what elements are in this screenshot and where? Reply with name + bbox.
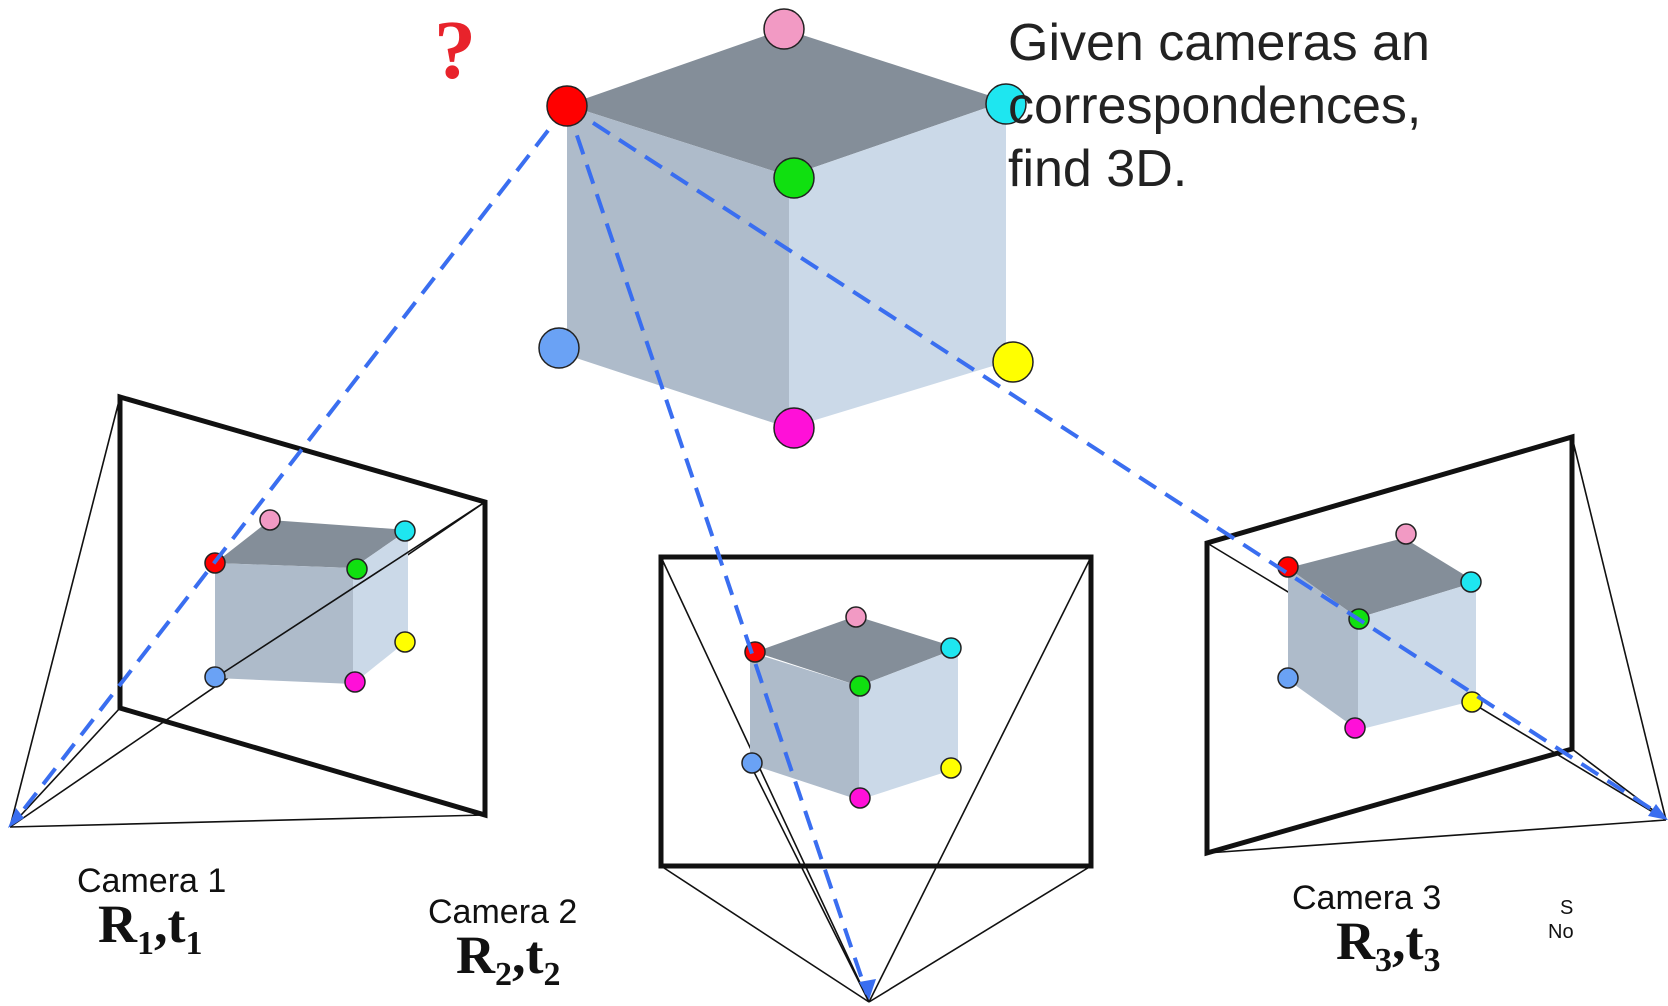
camera-1-point-blue — [204, 666, 226, 688]
camera-3-point-pink — [1395, 523, 1417, 545]
camera-2-point-green — [849, 675, 871, 697]
camera-3-translation-index: 3 — [1423, 942, 1441, 979]
camera-2-point-yellow — [940, 757, 962, 779]
projection-rays — [12, 104, 1664, 995]
camera-2-rotation-index: 2 — [495, 956, 512, 993]
ray-camera-2 — [565, 105, 869, 995]
camera-2-cube — [749, 616, 958, 1003]
camera-3-params: R3,t3 — [1336, 911, 1441, 979]
headline-line-1: Given cameras an — [1008, 14, 1430, 72]
camera-1-point-green — [346, 558, 368, 580]
camera-1-point-yellow — [394, 631, 416, 653]
world-point-green — [773, 157, 815, 199]
headline-line-3: find 3D. — [1008, 140, 1188, 198]
camera-3-point-cyan — [1460, 571, 1482, 593]
world-point-magenta — [773, 407, 815, 449]
camera-1-point-cyan — [394, 520, 416, 542]
camera-1-params: R1,t1 — [98, 894, 203, 962]
camera-1-rotation: R — [98, 894, 137, 954]
world-point-red — [546, 85, 588, 127]
ray-camera-3 — [565, 104, 1664, 818]
headline-line-2: correspondences, — [1008, 77, 1422, 135]
corner-note: S No — [1548, 896, 1668, 944]
camera-3-rotation-index: 3 — [1375, 942, 1392, 979]
camera-3-point-magenta — [1344, 717, 1366, 739]
camera-2-label: Camera 2 — [428, 893, 578, 931]
camera-2-point-magenta — [849, 787, 871, 809]
camera-2-rotation: R — [456, 925, 495, 985]
world-point-yellow — [992, 341, 1034, 383]
camera-2-point-pink — [845, 606, 867, 628]
camera-3-image-plane — [1204, 433, 1667, 857]
camera-2-point-blue — [741, 752, 763, 774]
ray-arrowheads — [8, 804, 1668, 1000]
ray-camera-1 — [12, 104, 569, 824]
camera-3-label: Camera 3 — [1292, 879, 1442, 917]
camera-1-point-pink — [259, 509, 281, 531]
camera-1-cube — [214, 501, 486, 684]
camera-1-translation-index: 1 — [185, 925, 203, 962]
camera-2-image-plane — [658, 554, 1094, 1003]
corner-note-line-1: S — [1560, 897, 1574, 919]
camera-3-rotation: R — [1336, 911, 1375, 971]
camera-3-cube — [1288, 538, 1476, 730]
corner-note-line-2: No — [1548, 921, 1574, 943]
camera-1-label: Camera 1 — [77, 862, 227, 900]
camera-2-translation: t — [525, 925, 544, 985]
camera-2-translation-index: 2 — [543, 956, 561, 993]
unknown-point-question-mark: ? — [434, 4, 476, 97]
camera-1-image-plane — [9, 393, 488, 828]
camera-1-point-magenta — [344, 671, 366, 693]
camera-2-params: R2,t2 — [456, 925, 561, 993]
camera-2-point-cyan — [940, 637, 962, 659]
world-point-cyan — [985, 83, 1027, 125]
camera-3-translation: t — [1405, 911, 1424, 971]
camera-1-translation: t — [167, 894, 186, 954]
headline: Given cameras an correspondences, find 3… — [1008, 12, 1668, 201]
world-point-pink — [763, 8, 805, 50]
camera-1-rotation-index: 1 — [137, 925, 154, 962]
camera-3-point-blue — [1277, 667, 1299, 689]
world-cube — [567, 29, 1006, 428]
world-point-blue — [538, 327, 580, 369]
